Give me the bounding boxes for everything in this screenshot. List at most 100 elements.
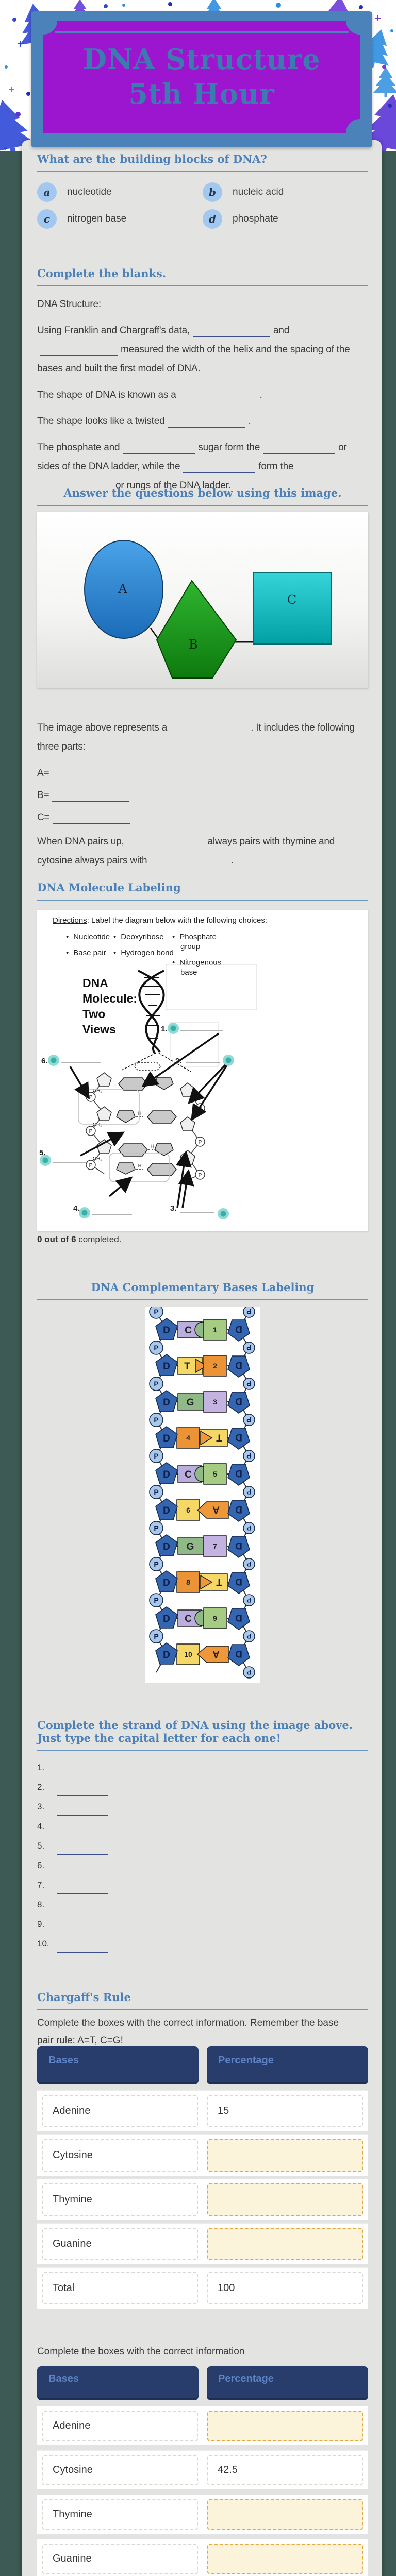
shape-label-b: B bbox=[189, 637, 198, 652]
drop-zone-dot[interactable] bbox=[223, 1055, 234, 1066]
deoxyribose-pentagon bbox=[155, 1354, 178, 1376]
fill-blank[interactable] bbox=[263, 447, 336, 454]
svg-text:P: P bbox=[246, 1596, 251, 1604]
answer-input-box[interactable] bbox=[207, 2411, 363, 2441]
svg-text:2: 2 bbox=[213, 1362, 217, 1370]
option-letter-badge[interactable]: d bbox=[203, 209, 222, 229]
base-cell: Cytosine bbox=[42, 2455, 198, 2485]
answer-input-box[interactable] bbox=[207, 2544, 363, 2574]
fill-blank[interactable] bbox=[150, 860, 228, 867]
svg-text:P: P bbox=[246, 1416, 251, 1424]
strand-item-blank[interactable] bbox=[57, 1946, 108, 1953]
numbered-answer-block[interactable] bbox=[176, 1427, 200, 1449]
strand-item-blank[interactable] bbox=[57, 1848, 108, 1855]
option-c[interactable]: c nitrogen base bbox=[37, 209, 203, 229]
fill-blank[interactable] bbox=[52, 773, 130, 779]
deoxyribose-pentagon bbox=[155, 1426, 178, 1448]
page-title-line1: DNA Structure bbox=[82, 43, 321, 76]
drop-zone-dot[interactable] bbox=[218, 1208, 229, 1219]
numbered-answer-block[interactable] bbox=[203, 1391, 227, 1413]
strand-item-number: 4. bbox=[37, 1821, 45, 1831]
phosphate-circle bbox=[243, 1630, 255, 1642]
fill-blank[interactable] bbox=[183, 466, 256, 473]
numbered-answer-block[interactable] bbox=[203, 1535, 227, 1557]
drop-zone-dot[interactable] bbox=[40, 1155, 51, 1166]
option-letter-badge[interactable]: b bbox=[203, 182, 222, 202]
numbered-answer-block[interactable] bbox=[203, 1355, 227, 1377]
option-a[interactable]: a nucleotide bbox=[37, 182, 203, 202]
strand-item-blank[interactable] bbox=[57, 1887, 108, 1894]
page-title-line2: 5th Hour bbox=[128, 77, 275, 110]
section-building-blocks: What are the building blocks of DNA? a n… bbox=[37, 152, 368, 229]
option-d[interactable]: d phosphate bbox=[203, 209, 368, 229]
strand-item-blank[interactable] bbox=[57, 1828, 108, 1835]
svg-text:P: P bbox=[154, 1308, 158, 1316]
svg-text:D: D bbox=[163, 1578, 170, 1588]
svg-text:8: 8 bbox=[186, 1578, 190, 1586]
fill-blank[interactable] bbox=[40, 349, 118, 356]
drop-zone-dot[interactable] bbox=[79, 1207, 90, 1218]
value-cell[interactable]: 15 bbox=[207, 2095, 363, 2127]
answer-input-box[interactable] bbox=[207, 2183, 363, 2216]
numbered-answer-block[interactable] bbox=[176, 1571, 200, 1593]
drop-zone-dot[interactable] bbox=[48, 1055, 59, 1066]
svg-text:P: P bbox=[246, 1308, 251, 1316]
phosphate-circle bbox=[149, 1341, 163, 1355]
value-cell[interactable]: 100 bbox=[207, 2272, 363, 2304]
fill-blank[interactable] bbox=[168, 421, 245, 428]
fill-blank[interactable] bbox=[123, 447, 195, 454]
svg-text:C: C bbox=[185, 1325, 192, 1336]
strand-item-blank[interactable] bbox=[57, 1926, 108, 1933]
option-b[interactable]: b nucleic acid bbox=[203, 182, 368, 202]
strand-item-blank[interactable] bbox=[57, 1907, 108, 1913]
svg-text:P: P bbox=[154, 1488, 158, 1496]
fill-blank[interactable] bbox=[179, 395, 257, 401]
phosphate-circle bbox=[243, 1342, 255, 1354]
strand-answer-item: 7. bbox=[37, 1880, 368, 1900]
fill-blank[interactable] bbox=[127, 841, 205, 848]
section-heading: What are the building blocks of DNA? bbox=[37, 152, 267, 165]
svg-text:D: D bbox=[163, 1325, 170, 1336]
numbered-answer-block[interactable] bbox=[203, 1319, 227, 1341]
option-letter-badge[interactable]: c bbox=[37, 209, 57, 229]
fill-blank[interactable] bbox=[193, 330, 271, 337]
answer-input-box[interactable] bbox=[207, 2228, 363, 2260]
answer-input-box[interactable] bbox=[207, 2499, 363, 2530]
numbered-answer-block[interactable] bbox=[203, 1607, 227, 1629]
option-letter-badge[interactable]: a bbox=[37, 182, 57, 202]
numbered-answer-block[interactable] bbox=[203, 1463, 227, 1485]
label-4: 4. bbox=[73, 1204, 80, 1213]
svg-text:1: 1 bbox=[213, 1326, 217, 1334]
strand-item-number: 5. bbox=[37, 1841, 45, 1851]
strand-item-blank[interactable] bbox=[57, 1770, 108, 1776]
svg-text:D: D bbox=[163, 1361, 170, 1372]
numbered-answer-block[interactable] bbox=[176, 1643, 200, 1665]
pointer-arrows bbox=[69, 1032, 228, 1208]
choice-column-1: Nucleotide Base pair bbox=[66, 933, 110, 964]
svg-text:D: D bbox=[163, 1541, 170, 1552]
phosphate-circle bbox=[243, 1486, 255, 1498]
table-header-cell: Percentage bbox=[207, 2046, 368, 2084]
answer-input-box[interactable] bbox=[207, 2139, 363, 2172]
strand-item-blank[interactable] bbox=[57, 1789, 108, 1796]
value-cell[interactable]: 42.5 bbox=[207, 2455, 363, 2485]
svg-text:P: P bbox=[89, 1163, 93, 1168]
fill-blank[interactable] bbox=[52, 795, 130, 802]
base-block-a bbox=[196, 1646, 229, 1663]
drop-zone-dot[interactable] bbox=[168, 1023, 179, 1034]
fill-blank[interactable] bbox=[40, 485, 112, 492]
strand-item-blank[interactable] bbox=[57, 1868, 108, 1874]
svg-text:P: P bbox=[154, 1632, 158, 1640]
fill-blank[interactable] bbox=[53, 817, 130, 824]
base-block-g bbox=[177, 1393, 205, 1411]
strand-item-blank[interactable] bbox=[57, 1809, 108, 1816]
fill-sentence-2: The shape of DNA is known as a. bbox=[37, 389, 262, 401]
fill-blank[interactable] bbox=[170, 727, 248, 734]
arrow-notch bbox=[195, 1358, 208, 1374]
choice-options: a nucleotide b nucleic acid c nitrogen b… bbox=[37, 182, 368, 229]
svg-text:P: P bbox=[89, 1095, 93, 1100]
